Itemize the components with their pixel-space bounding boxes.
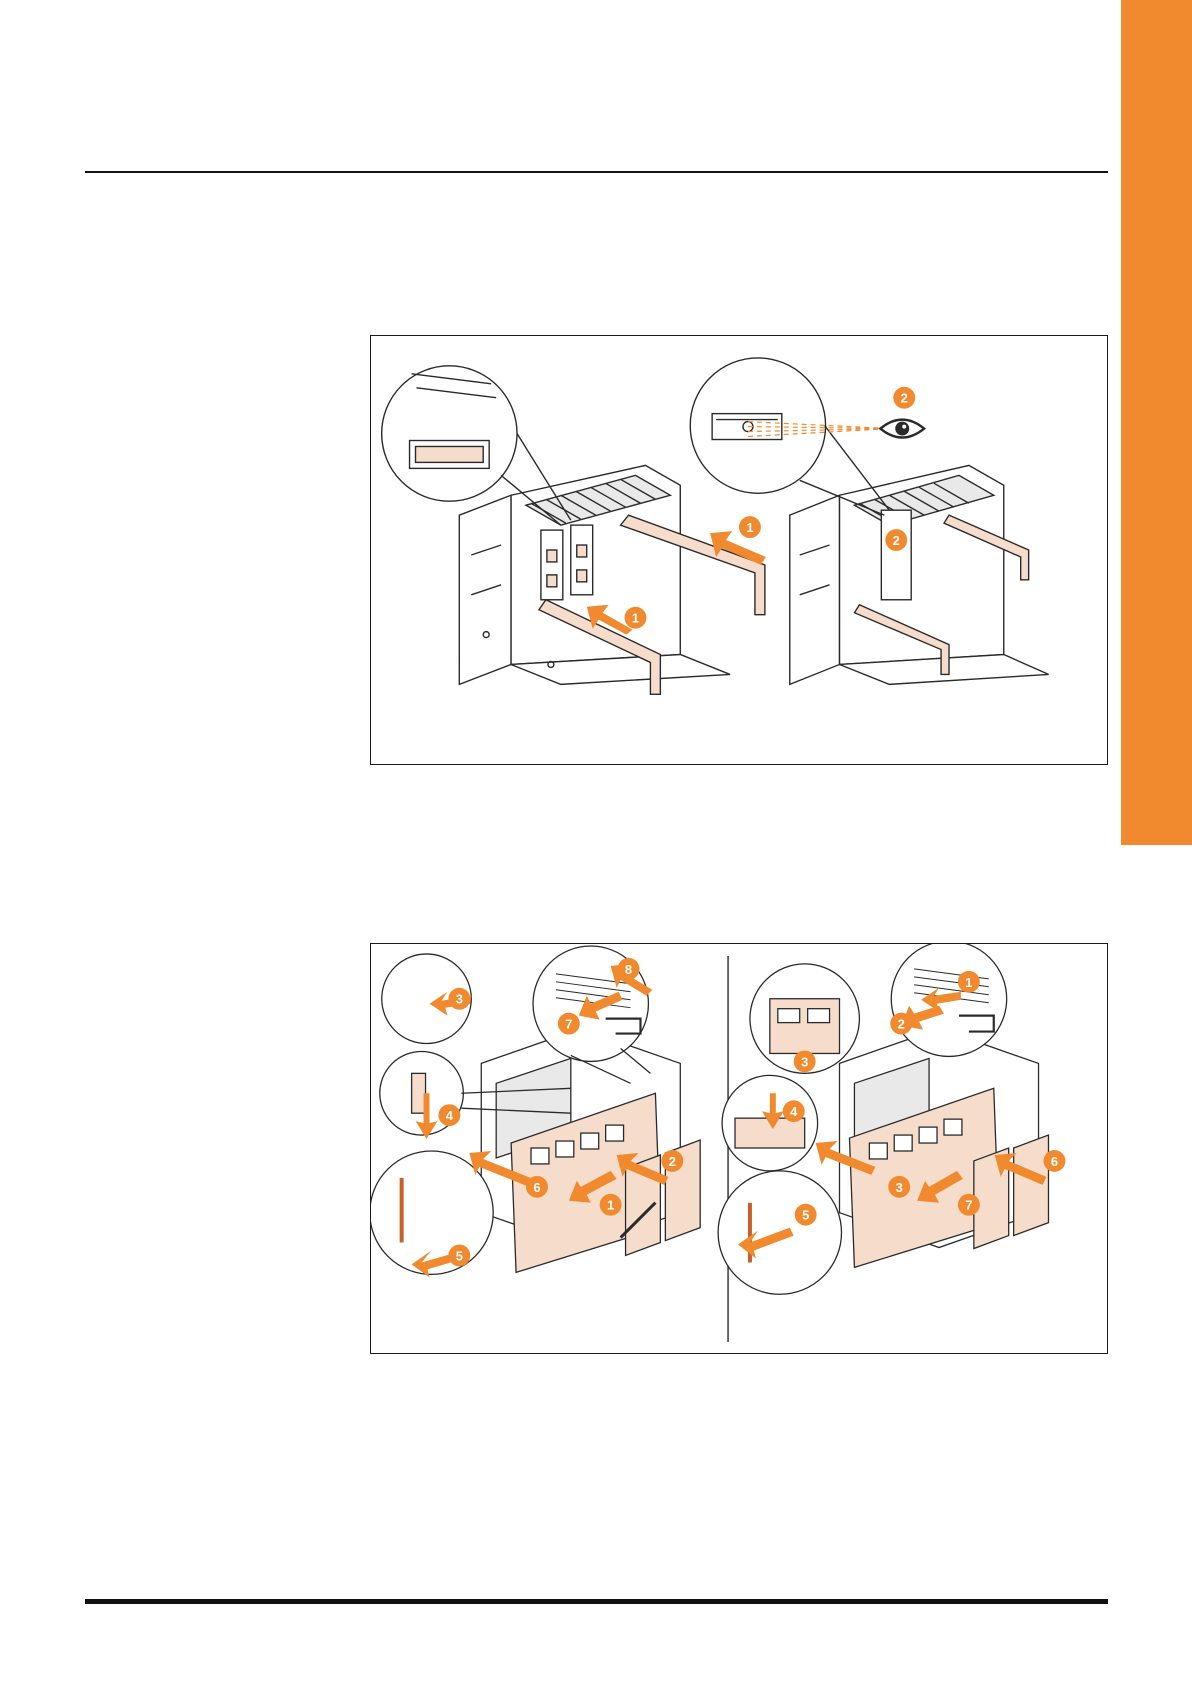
svg-text:1: 1 <box>965 975 972 990</box>
step-badge: 4 <box>783 1100 805 1122</box>
chapter-side-tab <box>1121 0 1192 845</box>
svg-text:3: 3 <box>896 1180 903 1195</box>
right-panel-assembly <box>840 1029 1049 1268</box>
footer-rule <box>85 1599 1108 1604</box>
step-badge: 4 <box>438 1104 460 1126</box>
step-badge: 2 <box>661 1150 683 1172</box>
svg-text:1: 1 <box>607 1198 614 1213</box>
step-badge: 5 <box>795 1204 817 1226</box>
step-badge: 2 <box>885 529 907 551</box>
step-badge: 3 <box>448 988 470 1010</box>
svg-text:5: 5 <box>456 1248 463 1263</box>
svg-text:3: 3 <box>801 1054 808 1069</box>
svg-text:4: 4 <box>790 1104 798 1119</box>
svg-text:8: 8 <box>625 962 632 977</box>
step-badge: 3 <box>794 1050 816 1072</box>
header-rule <box>85 171 1108 173</box>
svg-text:7: 7 <box>965 1198 972 1213</box>
svg-text:2: 2 <box>898 1017 905 1032</box>
eye-icon <box>880 420 924 438</box>
svg-text:2: 2 <box>669 1154 676 1169</box>
step-badge: 3 <box>888 1176 910 1198</box>
cradle-right <box>790 465 1049 684</box>
figure-1-illustration: 1 1 2 2 <box>371 336 1107 764</box>
step-badge: 1 <box>625 607 647 629</box>
step-badge: 6 <box>526 1176 548 1198</box>
step-badge: 8 <box>618 958 640 980</box>
svg-text:4: 4 <box>446 1108 454 1123</box>
step-badge: 1 <box>600 1194 622 1216</box>
step-badge: 2 <box>893 387 915 409</box>
svg-text:1: 1 <box>746 520 753 535</box>
step-badge: 5 <box>448 1245 470 1267</box>
cradle-left <box>459 465 765 694</box>
step-badge: 2 <box>890 1013 912 1035</box>
svg-text:7: 7 <box>565 1017 572 1032</box>
step-badge: 1 <box>958 971 980 993</box>
step-badge: 6 <box>1044 1150 1066 1172</box>
svg-text:2: 2 <box>893 533 900 548</box>
svg-text:3: 3 <box>456 992 463 1007</box>
figure-2-illustration: 3 8 7 4 6 1 2 5 1 2 3 4 3 5 7 6 <box>371 944 1107 1353</box>
svg-text:6: 6 <box>1051 1154 1058 1169</box>
step-badge: 1 <box>739 516 761 538</box>
figure-rear-covers: 3 8 7 4 6 1 2 5 1 2 3 4 3 5 7 6 <box>370 943 1108 1354</box>
svg-text:2: 2 <box>901 391 908 406</box>
step-badge: 7 <box>558 1013 580 1035</box>
svg-text:5: 5 <box>802 1208 809 1223</box>
figure-guide-rails: 1 1 2 2 <box>370 335 1108 765</box>
step-badge: 7 <box>958 1194 980 1216</box>
svg-text:1: 1 <box>632 611 639 626</box>
svg-text:6: 6 <box>533 1180 540 1195</box>
